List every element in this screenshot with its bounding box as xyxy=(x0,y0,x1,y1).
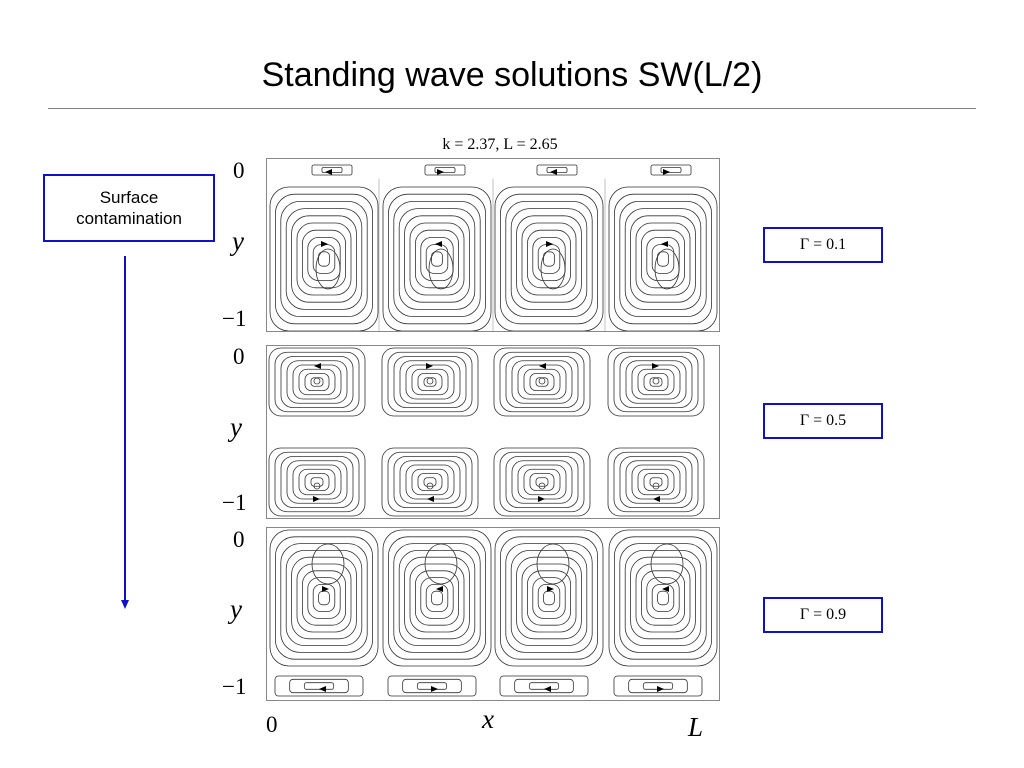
streamline-cell-lower xyxy=(607,447,705,517)
surface-flow-arrow xyxy=(325,169,332,175)
cell-center xyxy=(652,377,660,385)
contamination-arrow-shaft xyxy=(124,256,126,602)
streamline-cell-upper xyxy=(268,347,366,417)
cell-core xyxy=(650,543,684,585)
flow-arrow xyxy=(313,496,320,502)
cell-core xyxy=(654,248,680,290)
streamline-plot-3 xyxy=(269,529,718,697)
cell-center xyxy=(426,377,434,385)
cell-core xyxy=(315,248,341,290)
cell-center xyxy=(538,377,546,385)
y-tick-top-2: 0 xyxy=(233,344,245,369)
flow-arrow xyxy=(322,586,329,592)
cell-center xyxy=(313,482,321,490)
cell-center xyxy=(313,377,321,385)
bottom-eddy xyxy=(387,675,477,697)
streamline-cell-upper xyxy=(381,347,479,417)
x-tick-L: L xyxy=(688,712,704,742)
bottom-eddy xyxy=(499,675,589,697)
gamma-label-0-9: Γ = 0.9 xyxy=(763,597,883,633)
streamline-cell xyxy=(382,186,492,331)
streamline-cell xyxy=(382,529,492,667)
flow-arrow xyxy=(547,586,554,592)
flow-arrow xyxy=(321,241,328,247)
y-tick-top-1: 0 xyxy=(233,158,245,183)
flow-arrow xyxy=(435,241,442,247)
flow-arrow xyxy=(653,496,660,502)
bottom-flow-arrow xyxy=(544,686,551,692)
bottom-eddy xyxy=(274,675,364,697)
surface-label-line2: contamination xyxy=(76,209,182,228)
bottom-flow-arrow xyxy=(657,686,664,692)
streamline-plot-2 xyxy=(268,347,705,517)
flow-arrow xyxy=(436,586,443,592)
y-tick-bottom-2: −1 xyxy=(222,490,247,515)
cell-core xyxy=(536,543,570,585)
streamline-cell xyxy=(269,529,379,667)
bottom-flow-arrow xyxy=(319,686,326,692)
flow-arrow xyxy=(538,496,545,502)
cell-center xyxy=(538,482,546,490)
cell-center xyxy=(426,482,434,490)
surface-contamination-box: Surface contamination xyxy=(43,174,215,242)
surface-flow-arrow xyxy=(663,169,670,175)
flow-arrow xyxy=(661,241,668,247)
contamination-arrow-head xyxy=(121,600,129,609)
streamline-cell-lower xyxy=(268,447,366,517)
y-axis-label-1: y xyxy=(232,226,244,256)
flow-arrow xyxy=(662,586,669,592)
gamma-label-0-5: Γ = 0.5 xyxy=(763,403,883,439)
cell-core xyxy=(311,543,345,585)
streamline-cell-lower xyxy=(381,447,479,517)
streamline-cell xyxy=(494,529,604,667)
x-axis-label: x xyxy=(482,704,494,734)
streamline-cell-upper xyxy=(493,347,591,417)
streamline-cell-lower xyxy=(493,447,591,517)
flow-arrow xyxy=(652,363,659,369)
streamline-cell xyxy=(608,529,718,667)
y-axis-label-2: y xyxy=(230,412,242,442)
surface-eddy xyxy=(650,164,692,176)
y-axis-label-3: y xyxy=(230,594,242,624)
cell-core xyxy=(428,248,454,290)
flow-arrow xyxy=(546,241,553,247)
bottom-eddy xyxy=(613,675,703,697)
y-tick-top-3: 0 xyxy=(233,527,245,552)
flow-arrow xyxy=(426,363,433,369)
surface-flow-arrow xyxy=(550,169,557,175)
cell-center xyxy=(652,482,660,490)
bottom-flow-arrow xyxy=(431,686,438,692)
gamma-label-0-1: Γ = 0.1 xyxy=(763,227,883,263)
streamline-panel-gamma-0-1 xyxy=(266,158,720,332)
title-divider xyxy=(48,108,976,109)
flow-arrow xyxy=(314,363,321,369)
slide-title: Standing wave solutions SW(L/2) xyxy=(261,56,763,94)
figure-parameter-label: k = 2.37, L = 2.65 xyxy=(442,136,558,153)
streamline-plot-1 xyxy=(269,164,718,331)
cell-core xyxy=(540,248,566,290)
y-tick-bottom-1: −1 xyxy=(222,306,247,331)
streamline-cell xyxy=(494,186,604,331)
streamline-cell xyxy=(608,186,718,331)
streamline-cell-upper xyxy=(607,347,705,417)
streamline-panel-gamma-0-5 xyxy=(266,345,720,519)
surface-label-line1: Surface xyxy=(99,188,159,207)
cell-core xyxy=(424,543,458,585)
surface-flow-arrow xyxy=(437,169,444,175)
flow-arrow xyxy=(427,496,434,502)
flow-arrow xyxy=(539,363,546,369)
surface-eddy xyxy=(424,164,466,176)
y-tick-bottom-3: −1 xyxy=(222,674,247,699)
streamline-panel-gamma-0-9 xyxy=(266,527,720,701)
x-tick-zero: 0 xyxy=(266,712,278,737)
streamline-cell xyxy=(269,186,379,331)
